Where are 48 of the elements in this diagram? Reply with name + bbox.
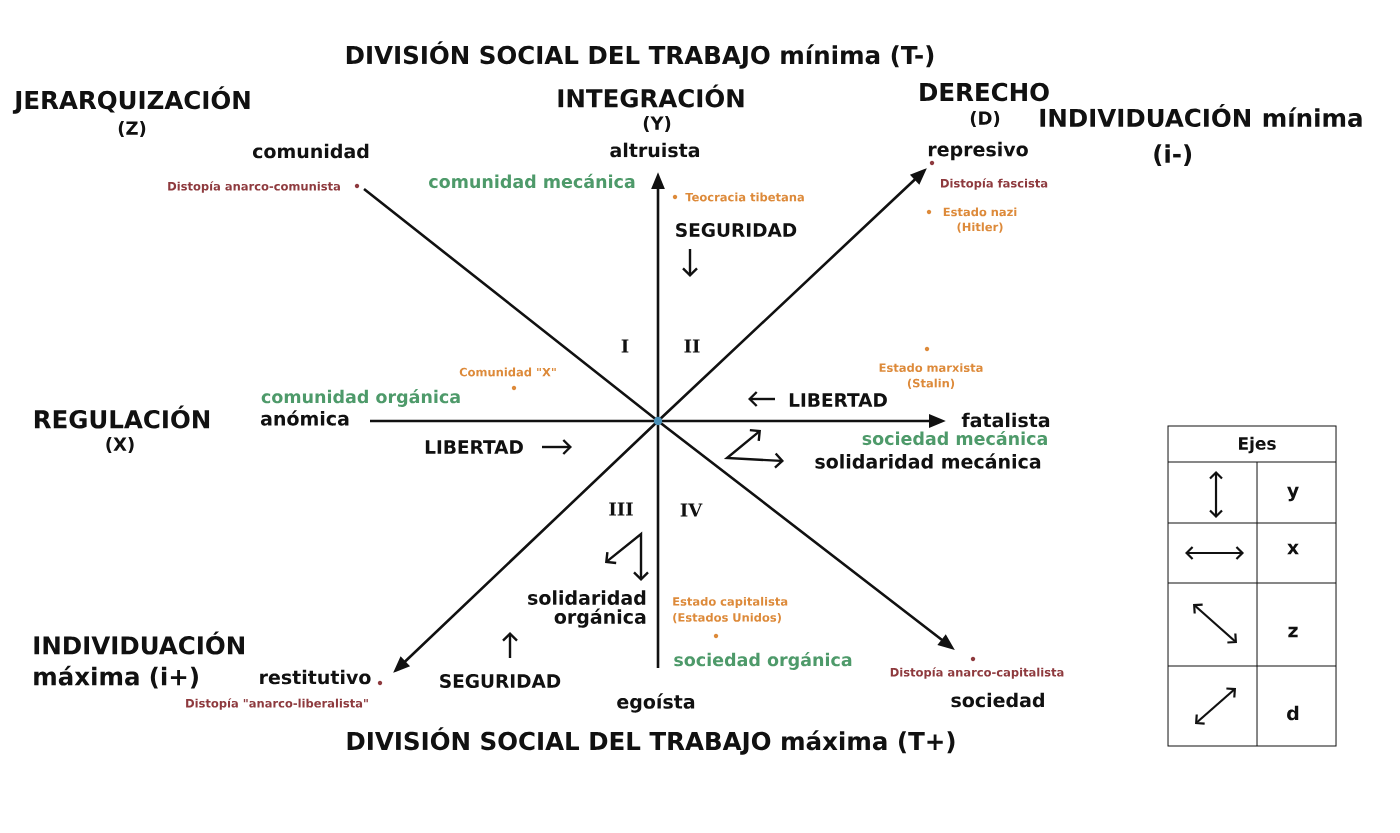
axis-letter: (X) [106, 437, 134, 453]
pole-label: comunidad [252, 143, 369, 159]
example-label: Comunidad "X" [459, 367, 556, 377]
pole-label: solidaridad mecánica [815, 453, 1041, 469]
legend-label: y [1287, 486, 1299, 502]
legend-label: z [1288, 626, 1298, 638]
pole-label: anómica [260, 410, 349, 426]
axis-title: JERARQUIZACIÓN [12, 86, 250, 114]
example-label: Estado capitalista (Estados Unidos) [673, 596, 788, 624]
pole-label: restitutivo [260, 669, 371, 685]
pole-label: sociedad [951, 692, 1044, 708]
example-label: Estado marxista (Stalin) [879, 363, 983, 389]
pole-label: solidaridad orgánica [528, 590, 646, 628]
dystopia-label: Distopía anarco-comunista [168, 181, 340, 193]
legend-heading: Ejes [1239, 436, 1276, 454]
axis-title: INDIVIDUACIÓN mínima (i-) [1040, 104, 1362, 166]
quadrant-number: I [621, 339, 629, 353]
type-label: comunidad mecánica [429, 173, 635, 189]
axis-title: INTEGRACIÓN [558, 84, 744, 108]
direction-label: SEGURIDAD [676, 223, 797, 237]
pole-label: fatalista [961, 412, 1050, 428]
example-label: Teocracia tibetana [685, 192, 804, 202]
axis-title: INDIVIDUACIÓN máxima (i+) [34, 631, 244, 689]
dystopia-label: Distopía "anarco-liberalista" [186, 698, 368, 710]
axis-letter: (Z) [118, 121, 146, 137]
legend-label: x [1287, 543, 1299, 555]
axis-title: DIVISIÓN SOCIAL DEL TRABAJO mínima (T-) [346, 41, 934, 69]
axis-title: DIVISIÓN SOCIAL DEL TRABAJO máxima (T+) [347, 727, 955, 755]
axis-letter: (D) [970, 111, 1000, 127]
type-label: sociedad mecánica [862, 430, 1047, 446]
type-label: sociedad orgánica [674, 652, 852, 670]
axis-letter: (Y) [643, 116, 671, 132]
quadrant-number: II [684, 339, 700, 353]
quadrant-number: IV [680, 503, 703, 517]
pole-label: egoísta [617, 693, 695, 713]
axis-title: DERECHO [920, 82, 1049, 102]
direction-label: SEGURIDAD [440, 674, 561, 688]
quadrant-number: III [609, 502, 633, 516]
example-label: Estado nazi (Hitler) [943, 207, 1017, 233]
direction-label: LIBERTAD [789, 393, 887, 407]
direction-label: LIBERTAD [425, 440, 523, 454]
legend-label: d [1287, 705, 1299, 721]
pole-label: represivo [928, 141, 1028, 161]
pole-label: altruista [610, 142, 700, 158]
dystopia-label: Distopía anarco-capitalista [890, 667, 1064, 679]
axis-title: REGULACIÓN [34, 405, 210, 429]
type-label: comunidad orgánica [261, 389, 460, 407]
dystopia-label: Distopía fascista [941, 178, 1048, 190]
